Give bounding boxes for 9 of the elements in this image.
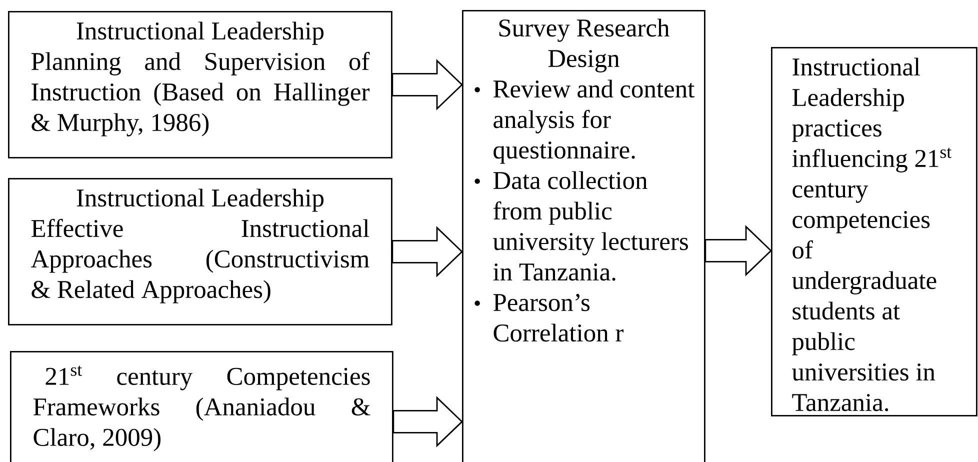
text-box: 21$^{st}$ century Competencies Frameworks (Ananiadou & Claro, 2009) bbox=[10, 351, 394, 462]
block-arrow bbox=[704, 225, 772, 276]
text-box: Survey Research Design Review and content analysis for questionnaire. Data collection from public university lecturers in Tanzania. Pearson’s Correlation r bbox=[462, 10, 706, 462]
text-box: Instructional Leadership practices influencing 21$^{st}$ century competencies of undergraduate students at public universities in Tanzania. bbox=[771, 47, 978, 416]
text-box: Instructional Leadership Planning and Supervision of Instruction (Based on Hallinger & Murphy, 1986) bbox=[8, 11, 392, 158]
text-box: Instructional Leadership Effective Instructional Approaches (Constructivism & Related Approaches) bbox=[8, 178, 392, 326]
block-arrow bbox=[392, 59, 464, 110]
block-arrow bbox=[392, 226, 464, 278]
block-arrow bbox=[392, 396, 464, 448]
